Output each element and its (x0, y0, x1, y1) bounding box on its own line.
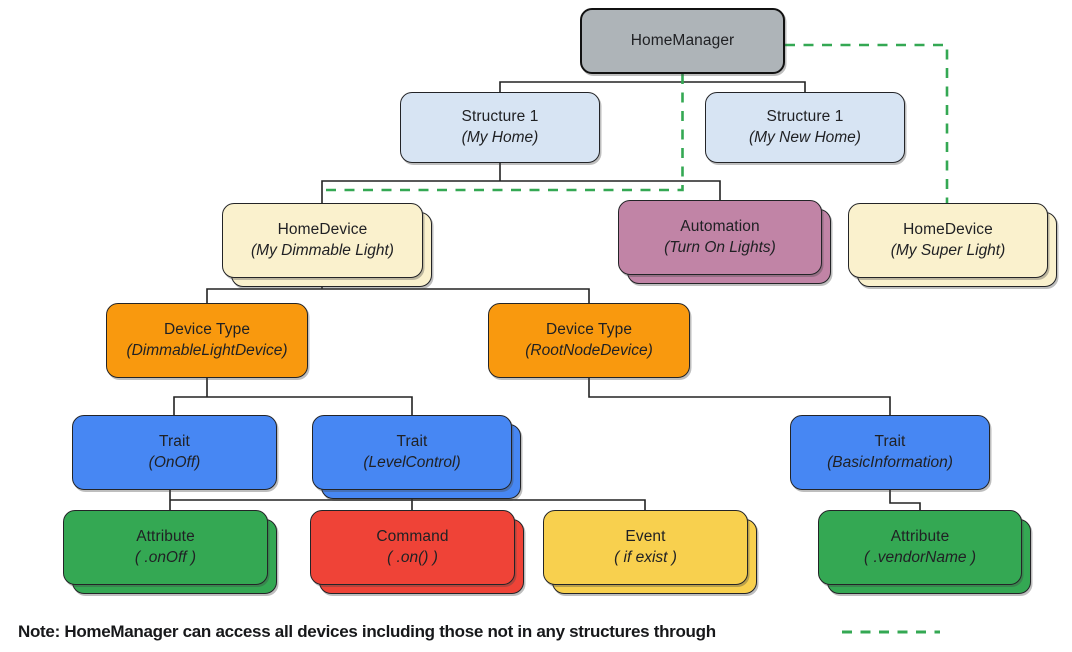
connector-devicetype1-to-traits (173, 378, 413, 415)
node-subtitle: (My New Home) (749, 129, 861, 146)
node-title: Command (376, 527, 449, 545)
node-title: Device Type (163, 320, 251, 338)
dashed-link-homemanager-to-my-dimmable-light (325, 74, 684, 192)
dashed-link-homemanager-to-my-super-light (785, 43, 949, 203)
node-subtitle: (BasicInformation) (827, 454, 953, 471)
node-homedevice-my-super-light: HomeDevice (My Super Light) (848, 203, 1057, 287)
node-title: Attribute (136, 527, 195, 545)
footnote: Note: HomeManager can access all devices… (18, 622, 716, 641)
node-title: Attribute (890, 527, 950, 545)
node-devicetype-dimmablelightdevice: Device Type (DimmableLightDevice) (106, 303, 308, 378)
node-subtitle: ( .on() ) (387, 549, 438, 566)
node-trait-basicinformation: Trait (BasicInformation) (790, 415, 990, 490)
node-automation-turn-on-lights: Automation (Turn On Lights) (618, 200, 831, 284)
node-subtitle: (RootNodeDevice) (525, 342, 653, 359)
node-homedevice-my-dimmable-light: HomeDevice (My Dimmable Light) (222, 203, 432, 287)
connector-trait-basicinformation-to-attribute-vendorname (889, 490, 921, 510)
node-home-manager: HomeManager (580, 8, 785, 74)
node-structure-1-my-new-home: Structure 1 (My New Home) (705, 92, 905, 163)
node-subtitle: (My Super Light) (890, 242, 1006, 259)
node-attribute-onoff: Attribute ( .onOff ) (63, 510, 277, 594)
node-subtitle: (LevelControl) (363, 454, 461, 471)
node-trait-onoff: Trait (OnOff) (72, 415, 277, 490)
node-title: HomeManager (630, 31, 735, 49)
node-structure-1-my-home: Structure 1 (My Home) (400, 92, 600, 163)
node-subtitle: ( .vendorName ) (864, 549, 976, 566)
node-subtitle: ( .onOff ) (134, 549, 197, 566)
node-title: HomeDevice (903, 220, 993, 238)
node-title: Trait (159, 432, 190, 450)
node-title: Structure 1 (766, 107, 844, 125)
node-attribute-vendorname: Attribute ( .vendorName ) (818, 510, 1031, 594)
node-event-if-exist: Event ( if exist ) (543, 510, 757, 594)
node-trait-levelcontrol: Trait (LevelControl) (312, 415, 521, 499)
node-title: Trait (874, 432, 906, 450)
node-subtitle: (Turn On Lights) (664, 239, 776, 256)
connector-devicetype2-to-trait-basicinformation (588, 378, 891, 415)
node-subtitle: (OnOff) (148, 454, 201, 471)
node-subtitle: (DimmableLightDevice) (126, 342, 288, 359)
node-subtitle: (My Home) (461, 129, 539, 146)
node-devicetype-rootnodedevice: Device Type (RootNodeDevice) (488, 303, 690, 378)
node-title: Structure 1 (461, 107, 539, 125)
node-title: HomeDevice (277, 220, 368, 238)
connector-homemanager-to-structures (499, 74, 806, 92)
node-subtitle: ( if exist ) (614, 549, 677, 566)
connector-structure1-to-children (321, 163, 721, 203)
node-subtitle: (My Dimmable Light) (251, 242, 394, 259)
node-title: Trait (396, 432, 428, 450)
node-title: Automation (680, 217, 760, 235)
node-command-on: Command ( .on() ) (310, 510, 524, 594)
node-title: Device Type (545, 320, 633, 338)
node-title: Event (625, 527, 666, 545)
